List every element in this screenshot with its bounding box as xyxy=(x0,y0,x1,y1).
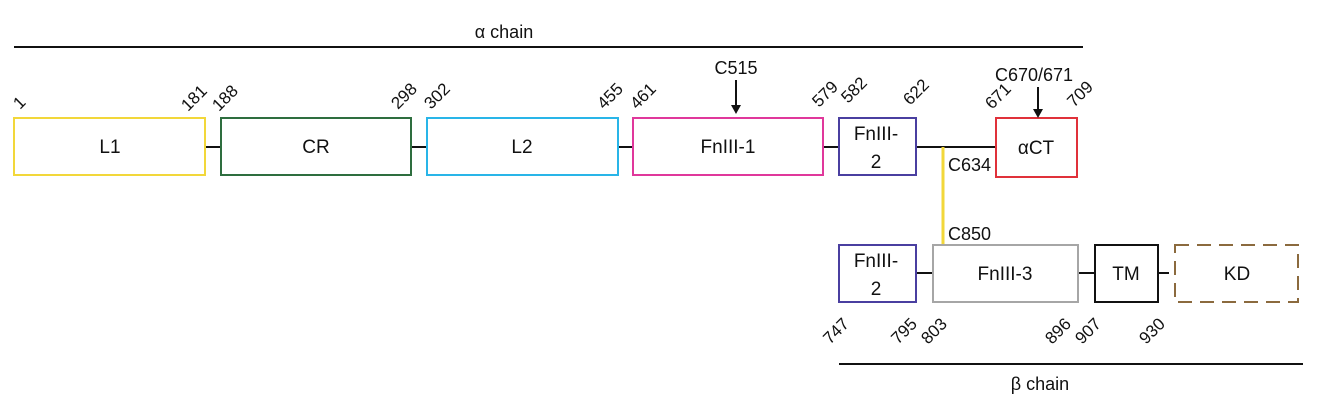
site-c515-arrow xyxy=(731,80,741,114)
domain-tm-label: TM xyxy=(1112,264,1139,285)
domain-act-box xyxy=(995,117,1078,178)
residue-582: 582 xyxy=(837,73,870,106)
alpha-chain-label: α chain xyxy=(475,22,533,42)
site-c850-label: C850 xyxy=(948,224,991,244)
residue-461: 461 xyxy=(626,79,659,112)
domain-l1: L1 xyxy=(13,117,206,176)
site-c515-label: C515 xyxy=(714,58,757,78)
domain-act-label: αCT xyxy=(1018,138,1055,159)
domain-fn3-1-label: FnIII-1 xyxy=(701,137,756,158)
domain-fn3-2-beta-box xyxy=(838,244,917,303)
residue-896: 896 xyxy=(1041,314,1074,347)
domain-fn3-2-beta-label-line1: FnIII- xyxy=(854,251,898,272)
domain-fn3-2-beta-label-line2: 2 xyxy=(871,279,882,300)
residue-298: 298 xyxy=(387,79,420,112)
domain-fn3-2-beta: FnIII- 2 xyxy=(838,244,917,303)
domain-fn3-3-box xyxy=(932,244,1079,303)
domain-kd: KD xyxy=(1174,244,1299,303)
residue-622: 622 xyxy=(899,75,932,108)
beta-chain-label: β chain xyxy=(1011,374,1069,394)
domain-l1-box xyxy=(13,117,206,176)
domain-l1-label: L1 xyxy=(99,137,120,158)
domain-cr: CR xyxy=(220,117,412,176)
residue-455: 455 xyxy=(593,79,626,112)
domain-fn3-1-box xyxy=(632,117,824,176)
domain-act: αCT xyxy=(995,117,1078,178)
domain-kd-box xyxy=(1174,244,1299,303)
domain-tm-box xyxy=(1094,244,1159,303)
domain-cr-box xyxy=(220,117,412,176)
domain-fn3-2-alpha: FnIII- 2 xyxy=(838,117,917,176)
site-c670-671-arrow xyxy=(1033,87,1043,118)
residue-1: 1 xyxy=(9,93,29,113)
domain-tm: TM xyxy=(1094,244,1159,303)
site-c670-671-label: C670/671 xyxy=(995,65,1073,85)
residue-803: 803 xyxy=(917,314,950,347)
site-c634-label: C634 xyxy=(948,155,991,175)
residue-747: 747 xyxy=(819,314,852,347)
domain-fn3-2-alpha-label-line1: FnIII- xyxy=(854,124,898,145)
domain-l2-label: L2 xyxy=(511,137,532,158)
domain-fn3-3-label: FnIII-3 xyxy=(978,264,1033,285)
domain-kd-label: KD xyxy=(1224,264,1250,285)
domain-fn3-2-alpha-box xyxy=(838,117,917,176)
residue-795: 795 xyxy=(887,314,920,347)
domain-fn3-2-alpha-label-line2: 2 xyxy=(871,152,882,173)
domain-l2: L2 xyxy=(426,117,619,176)
domain-l2-box xyxy=(426,117,619,176)
residue-181: 181 xyxy=(177,81,210,114)
residue-302: 302 xyxy=(420,79,453,112)
residue-930: 930 xyxy=(1135,314,1168,347)
domain-fn3-1: FnIII-1 xyxy=(632,117,824,176)
domain-cr-label: CR xyxy=(302,137,329,158)
residue-188: 188 xyxy=(208,81,241,114)
domain-fn3-3: FnIII-3 xyxy=(932,244,1079,303)
residue-907: 907 xyxy=(1071,314,1104,347)
